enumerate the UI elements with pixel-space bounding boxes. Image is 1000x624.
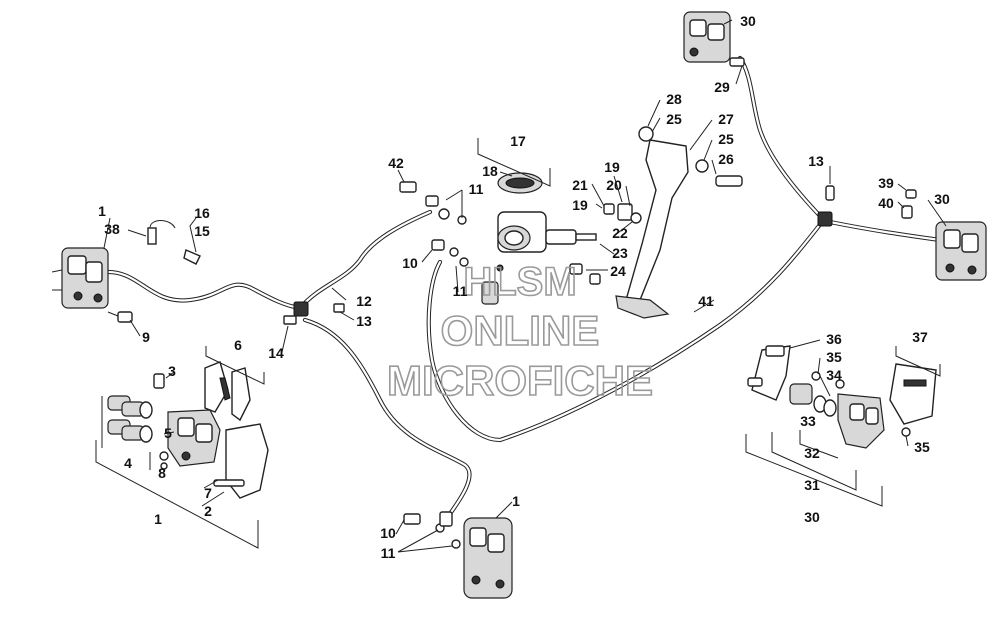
callout-4: 4 xyxy=(124,455,132,471)
callout-1-upper-left: 1 xyxy=(98,203,106,219)
callout-34: 34 xyxy=(826,367,842,383)
callout-39: 39 xyxy=(878,175,894,191)
callout-11-bottom: 11 xyxy=(381,545,396,561)
master-cylinder xyxy=(399,172,642,305)
callout-38: 38 xyxy=(104,221,120,237)
callout-27: 27 xyxy=(718,111,734,127)
caliper-right xyxy=(901,189,987,281)
caliper-assembly-right-lower xyxy=(747,345,937,449)
callout-36: 36 xyxy=(826,331,842,347)
callout-16: 16 xyxy=(194,205,210,221)
callout-30-lower: 30 xyxy=(804,509,820,525)
tee-fitting-left xyxy=(283,301,345,325)
callout-7: 7 xyxy=(204,485,212,501)
callout-19-lower: 19 xyxy=(572,197,588,213)
tee-fitting-right xyxy=(817,185,835,227)
callout-8: 8 xyxy=(158,465,166,481)
callout-25-lower: 25 xyxy=(718,131,734,147)
callout-28: 28 xyxy=(666,91,682,107)
callout-15: 15 xyxy=(194,223,210,239)
callout-17: 17 xyxy=(510,133,526,149)
callout-13-left: 13 xyxy=(356,313,372,329)
watermark: HLSM ONLINE MICROFICHE xyxy=(386,259,654,405)
group-brackets xyxy=(95,19,947,553)
callout-labels: 1 38 16 15 9 14 12 13 6 3 5 4 8 7 2 1 42… xyxy=(98,13,950,561)
caliper-assembly-left-lower xyxy=(107,361,269,499)
pistons-4 xyxy=(107,395,153,443)
caliper-right-upper xyxy=(683,11,745,67)
callout-21: 21 xyxy=(572,177,588,193)
callout-5: 5 xyxy=(164,425,172,441)
callout-14: 14 xyxy=(268,345,284,361)
watermark-line3: MICROFICHE xyxy=(387,357,653,404)
callout-29: 29 xyxy=(714,79,730,95)
callout-3: 3 xyxy=(168,363,176,379)
callout-35-upper: 35 xyxy=(826,349,842,365)
callout-26: 26 xyxy=(718,151,734,167)
callout-41: 41 xyxy=(698,293,714,309)
callout-18: 18 xyxy=(482,163,498,179)
bleeder-38-15-16 xyxy=(147,220,201,265)
watermark-line2: ONLINE xyxy=(441,307,600,354)
callout-24: 24 xyxy=(610,263,626,279)
callout-12: 12 xyxy=(356,293,372,309)
callout-1-lower-left: 1 xyxy=(154,511,162,527)
callout-1-bottom: 1 xyxy=(512,493,520,509)
callout-23: 23 xyxy=(612,245,628,261)
callout-22: 22 xyxy=(612,225,628,241)
brake-lines xyxy=(102,55,943,521)
caliper-bottom xyxy=(403,511,513,599)
brake-pedal xyxy=(615,126,743,319)
callout-37: 37 xyxy=(912,329,928,345)
callout-20: 20 xyxy=(606,177,622,193)
watermark-line1: HLSM xyxy=(463,260,576,304)
callout-33: 33 xyxy=(800,413,816,429)
callout-42: 42 xyxy=(388,155,404,171)
callout-10-mc: 10 xyxy=(402,255,418,271)
callout-10-bottom: 10 xyxy=(380,525,396,541)
callout-6: 6 xyxy=(234,337,242,353)
callout-35-lower: 35 xyxy=(914,439,930,455)
callout-19-upper: 19 xyxy=(604,159,620,175)
callout-13-right: 13 xyxy=(808,153,824,169)
callout-9: 9 xyxy=(142,329,150,345)
callout-25-upper: 25 xyxy=(666,111,682,127)
callout-2: 2 xyxy=(204,503,212,519)
callout-11-mc-lower: 11 xyxy=(453,283,468,299)
bolt-9 xyxy=(107,311,133,323)
caliper-left-upper xyxy=(51,247,109,309)
callout-11-mc: 11 xyxy=(469,181,484,197)
callout-30-right: 30 xyxy=(934,191,950,207)
callout-31: 31 xyxy=(804,477,820,493)
callout-32: 32 xyxy=(804,445,820,461)
callout-30-upper: 30 xyxy=(740,13,756,29)
callout-40: 40 xyxy=(878,195,894,211)
